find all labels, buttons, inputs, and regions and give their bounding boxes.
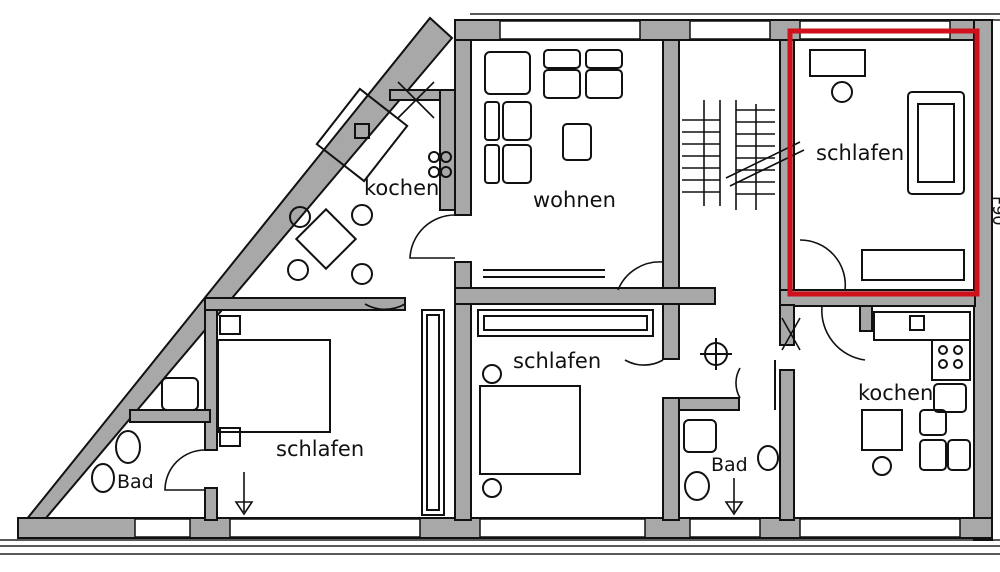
exterior-walls	[17, 16, 993, 541]
label-schlafen-top-right: schlafen	[816, 141, 904, 165]
edge-label-f90: F90	[989, 196, 1000, 226]
highlight-box	[787, 28, 980, 297]
bottom-windows	[134, 518, 961, 538]
label-kochen-left: kochen	[364, 176, 439, 200]
room-labels: kochen wohnen schlafen schlafen schlafen…	[117, 141, 933, 493]
label-wohnen: wohnen	[533, 188, 616, 212]
label-bad-center: Bad	[711, 454, 748, 476]
top-windows	[499, 20, 951, 40]
staircase	[682, 100, 805, 210]
label-bad-left: Bad	[117, 471, 154, 493]
north-arrows	[234, 81, 801, 516]
doors	[164, 214, 866, 491]
label-schlafen-bottom-left: schlafen	[276, 437, 364, 461]
furniture	[91, 49, 971, 516]
label-schlafen-center: schlafen	[513, 349, 601, 373]
interior-walls	[129, 39, 976, 521]
label-kochen-right: kochen	[858, 381, 933, 405]
